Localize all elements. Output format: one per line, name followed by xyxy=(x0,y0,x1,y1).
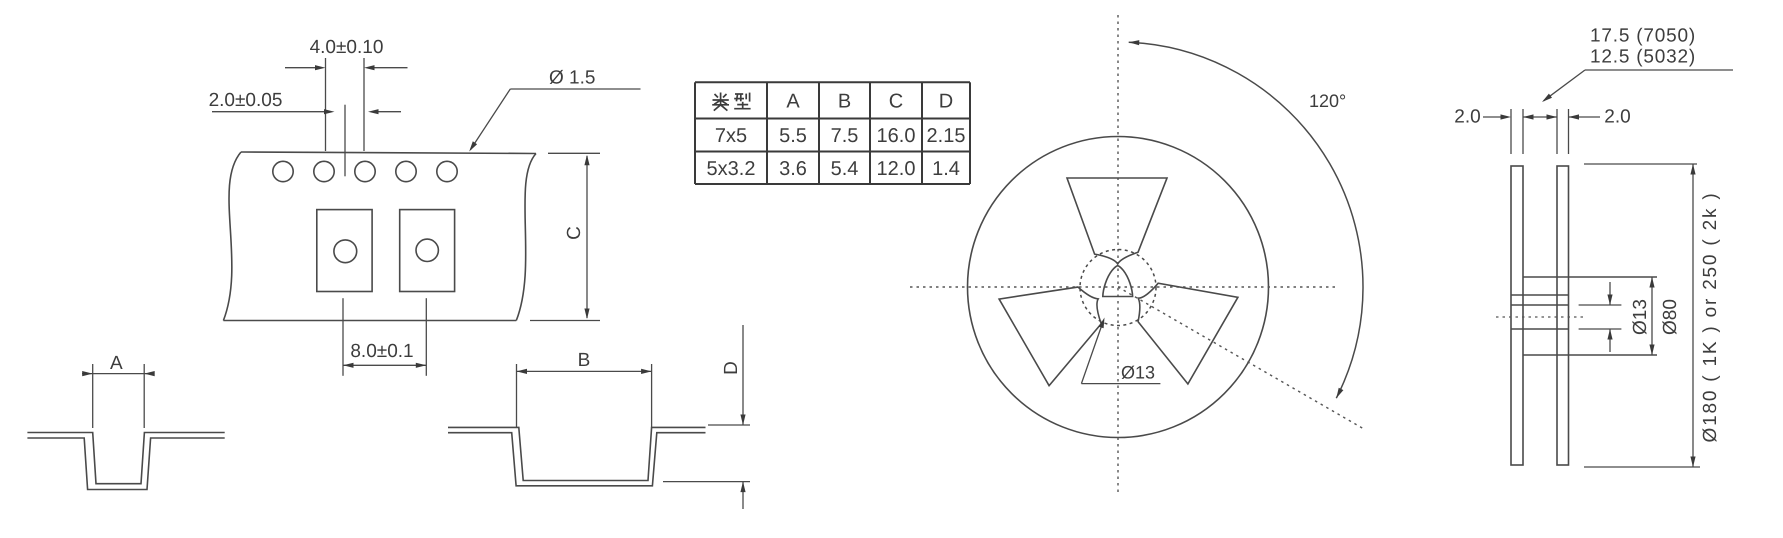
svg-text:Ø 1.5: Ø 1.5 xyxy=(549,68,595,89)
svg-text:Ø80: Ø80 xyxy=(1660,299,1681,335)
svg-text:17.5 (7050): 17.5 (7050) xyxy=(1590,26,1696,47)
svg-text:C: C xyxy=(889,90,903,112)
svg-text:5x3.2: 5x3.2 xyxy=(707,158,756,180)
svg-text:Ø180 ( 1K ) or 250 ( 2k ): Ø180 ( 1K ) or 250 ( 2k ) xyxy=(1700,192,1721,443)
svg-text:4.0±0.10: 4.0±0.10 xyxy=(310,37,384,58)
svg-text:D: D xyxy=(939,90,953,112)
svg-text:B: B xyxy=(838,90,851,112)
svg-text:16.0: 16.0 xyxy=(877,125,916,147)
svg-text:5.5: 5.5 xyxy=(779,125,807,147)
svg-text:12.0: 12.0 xyxy=(877,158,916,180)
svg-text:1.4: 1.4 xyxy=(932,158,960,180)
svg-text:12.5 (5032): 12.5 (5032) xyxy=(1590,47,1696,68)
svg-text:120°: 120° xyxy=(1309,91,1346,111)
svg-text:5.4: 5.4 xyxy=(831,158,859,180)
svg-text:A: A xyxy=(786,90,800,112)
svg-text:2.15: 2.15 xyxy=(927,125,966,147)
svg-text:Ø13: Ø13 xyxy=(1630,299,1651,335)
svg-text:C: C xyxy=(564,226,585,240)
svg-text:7x5: 7x5 xyxy=(715,125,747,147)
svg-text:8.0±0.1: 8.0±0.1 xyxy=(350,341,413,362)
svg-text:2.0±0.05: 2.0±0.05 xyxy=(209,90,283,111)
svg-text:A: A xyxy=(110,353,123,374)
svg-text:2.0: 2.0 xyxy=(1454,107,1480,128)
svg-text:B: B xyxy=(578,350,591,371)
svg-text:3.6: 3.6 xyxy=(779,158,807,180)
svg-text:D: D xyxy=(721,361,742,375)
svg-text:2.0: 2.0 xyxy=(1604,107,1630,128)
svg-text:7.5: 7.5 xyxy=(831,125,859,147)
svg-text:Ø13: Ø13 xyxy=(1121,363,1155,383)
